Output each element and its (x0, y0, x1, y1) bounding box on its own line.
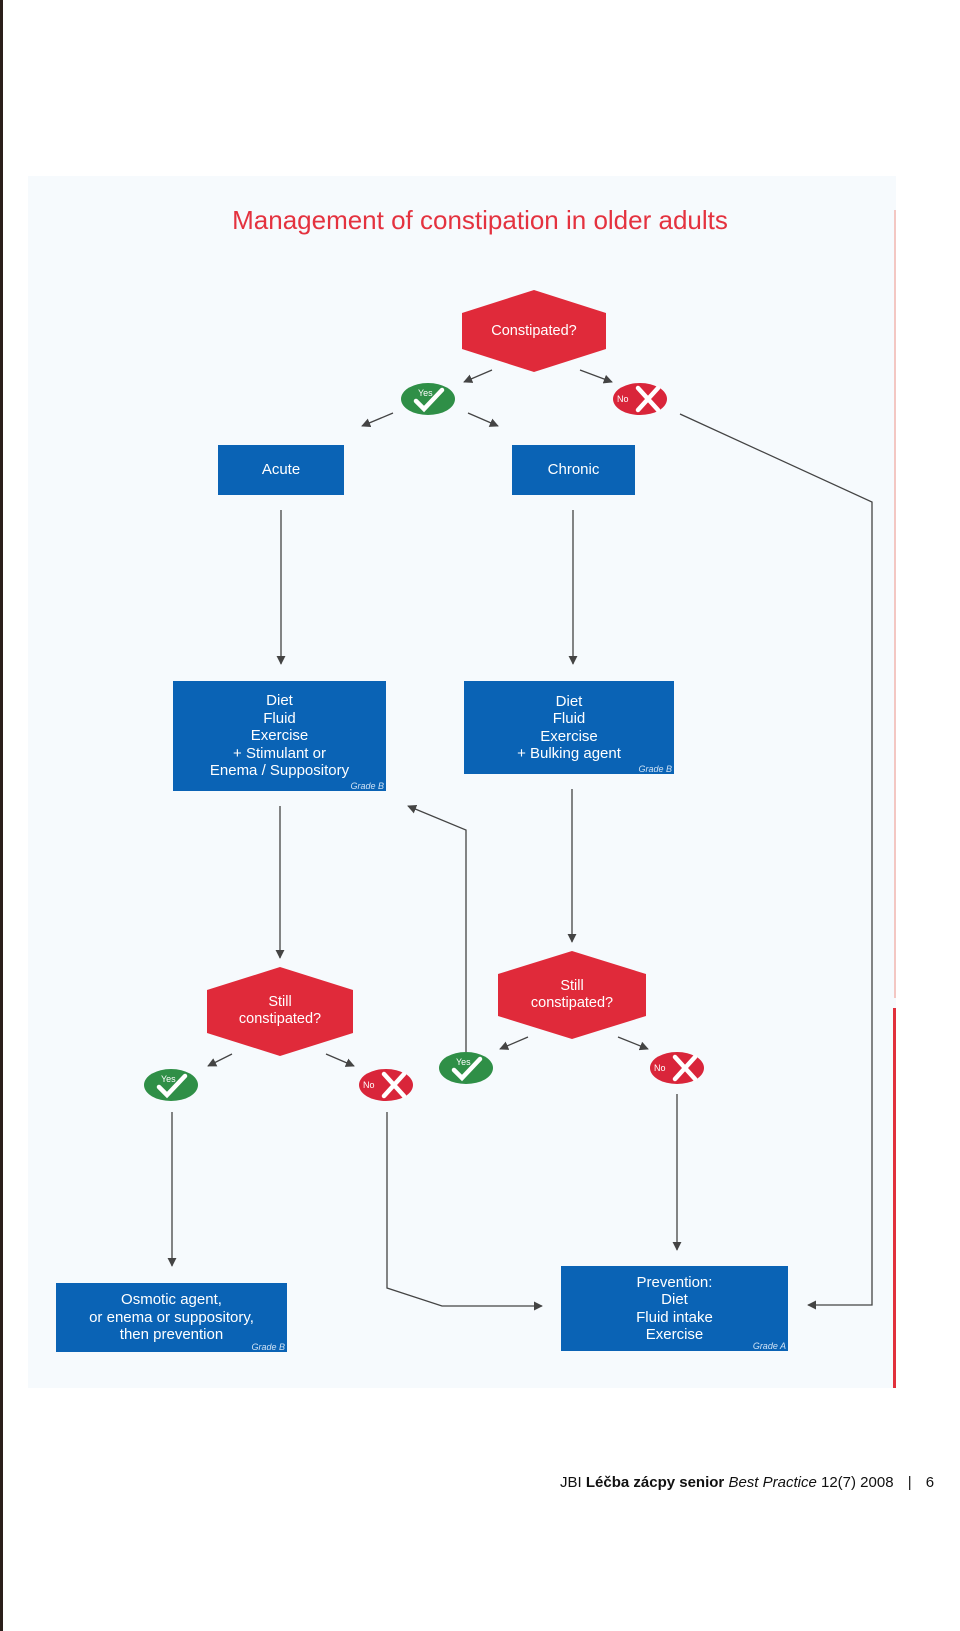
decision-text: Constipated? (491, 322, 577, 339)
chronic-treatment-box: Diet Fluid Exercise + Bulking agent Grad… (464, 681, 674, 774)
decision-still-left-label: Still constipated? (207, 985, 353, 1037)
box-text: Acute (261, 461, 301, 479)
footer-page-number: 6 (925, 1474, 935, 1491)
decision-still-right (498, 951, 646, 1039)
footer-separator: | (907, 1474, 912, 1491)
arrow-still-right-yes (499, 1036, 529, 1050)
grade-label: Grade A (752, 1341, 786, 1351)
acute-box: Acute (218, 445, 344, 495)
decision-still-right-label: Still constipated? (498, 969, 646, 1021)
arrow-yes-acute (361, 412, 394, 428)
box-text: + Bulking agent (517, 745, 621, 762)
margin-rule-bottom (893, 1008, 896, 1388)
no-badge-left: No (359, 1069, 413, 1101)
yes-label-left: Yes (161, 1074, 176, 1084)
box-text: Chronic (547, 461, 600, 479)
arrow-constipated-yes (463, 369, 493, 383)
footer-series: Best Practice (728, 1474, 817, 1491)
no-label-top: No (617, 394, 629, 404)
decision-text: constipated? (238, 1011, 322, 1027)
box-text: + Stimulant or (233, 744, 326, 762)
decision-text: Still (268, 994, 292, 1010)
grade-label: Grade B (350, 781, 384, 791)
box-text: Exercise (645, 1326, 704, 1343)
margin-rule-top (894, 210, 896, 998)
arrow-still-left-no (325, 1053, 355, 1067)
cross-icon (672, 1054, 698, 1082)
yes-badge-top: Yes (401, 383, 455, 415)
grade-label: Grade B (251, 1342, 285, 1352)
box-text: then prevention (119, 1326, 224, 1344)
arrow-no-to-prevention (679, 413, 873, 1310)
yes-badge-right: Yes (439, 1052, 493, 1084)
footer-issue: 12(7) 2008 (820, 1474, 894, 1491)
arrow-yes-chronic (467, 412, 499, 427)
no-label-right: No (654, 1063, 666, 1073)
no-label-left: No (363, 1080, 375, 1090)
no-badge-top: No (613, 383, 667, 415)
check-icon (156, 1073, 188, 1099)
cross-icon (635, 385, 661, 413)
acute-treatment-box: Diet Fluid Exercise + Stimulant or Enema… (173, 681, 386, 791)
yes-badge-left: Yes (144, 1069, 198, 1101)
arrow-constipated-no (579, 369, 613, 384)
check-icon (451, 1056, 483, 1082)
arrow-still-right-no (617, 1036, 649, 1051)
chronic-box: Chronic (512, 445, 635, 495)
decision-constipated-label: Constipated? (462, 313, 606, 349)
arrow-still-left-yes (207, 1053, 233, 1067)
osmotic-box: Osmotic agent, or enema or suppository, … (56, 1283, 287, 1352)
arrow-right-yes-back (407, 804, 467, 1052)
box-text: Enema / Suppository (209, 762, 350, 780)
box-text: Fluid (263, 709, 296, 727)
yes-label-right: Yes (456, 1057, 471, 1067)
box-text: Osmotic agent, (121, 1291, 222, 1309)
decision-text: Still (560, 978, 584, 994)
box-text: Diet (661, 1291, 688, 1308)
decision-constipated (462, 290, 606, 372)
page-footer: JBI Léčba zácpy senior Best Practice 12(… (560, 1474, 960, 1491)
yes-label-top: Yes (418, 388, 433, 398)
prevention-box: Prevention: Diet Fluid intake Exercise G… (561, 1266, 788, 1351)
no-badge-right: No (650, 1052, 704, 1084)
box-text: Exercise (250, 727, 309, 745)
decision-text: constipated? (530, 995, 614, 1011)
footer-title: Léčba zácpy senior (585, 1474, 725, 1491)
grade-label: Grade B (638, 764, 672, 774)
check-icon (413, 387, 445, 413)
box-text: Prevention: (636, 1273, 713, 1291)
footer-org: JBI (560, 1474, 582, 1491)
cross-icon (381, 1071, 407, 1099)
box-text: Exercise (540, 727, 598, 745)
box-text: Fluid intake (636, 1308, 713, 1326)
diagram-panel (28, 176, 896, 1388)
box-text: Diet (266, 692, 293, 710)
box-text: Diet (555, 692, 583, 710)
decision-still-left (207, 967, 353, 1056)
box-text: Fluid (552, 710, 586, 727)
arrow-left-no-prevention (386, 1112, 543, 1311)
page-edge (0, 0, 3, 1631)
diagram-title: Management of constipation in older adul… (232, 205, 728, 235)
box-text: or enema or suppository, (89, 1308, 254, 1326)
